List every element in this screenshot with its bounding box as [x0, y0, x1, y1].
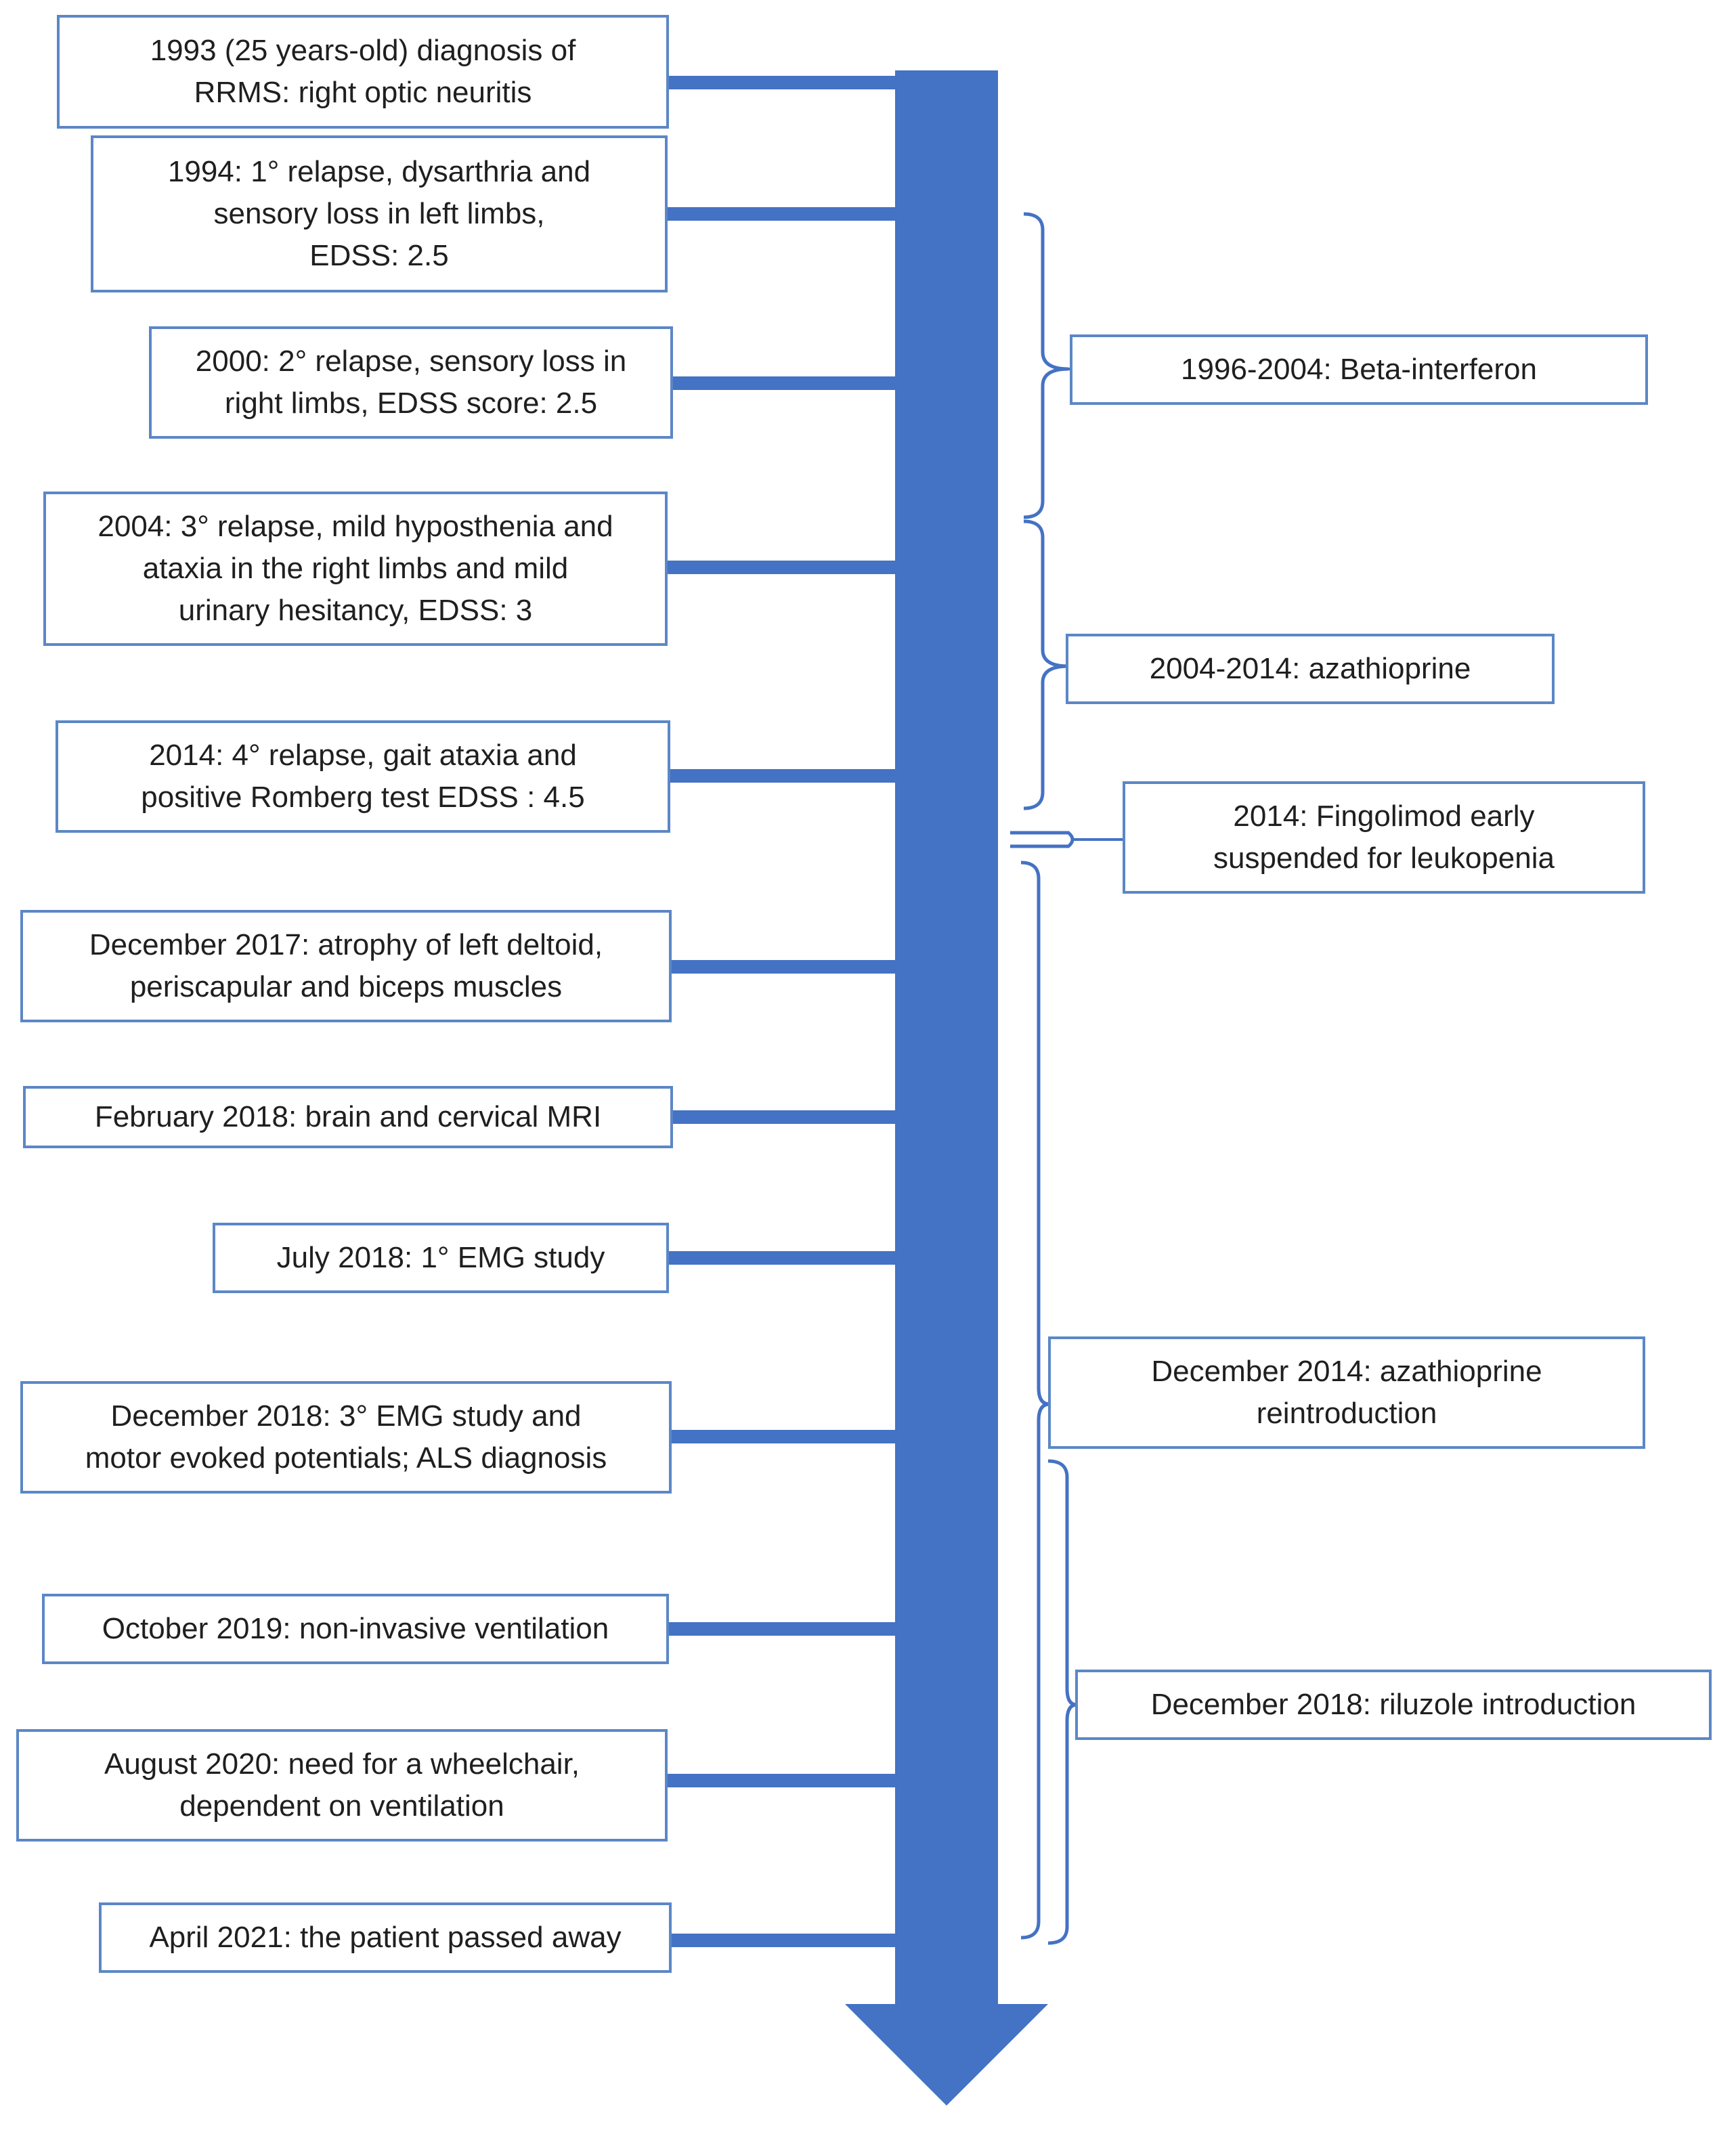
event-1993-box: 1993 (25 years-old) diagnosis of RRMS: r… — [57, 15, 669, 129]
event-1994-box: 1994: 1° relapse, dysarthria and sensory… — [91, 135, 668, 292]
connector-dec2018 — [672, 1430, 895, 1443]
brace-riluzole — [1047, 1459, 1077, 1945]
event-aug2020-box: August 2020: need for a wheelchair, depe… — [16, 1729, 668, 1842]
therapy-fingolimod-box: 2014: Fingolimod early suspended for leu… — [1123, 781, 1645, 894]
connector-1994 — [668, 207, 895, 221]
event-2000-box: 2000: 2° relapse, sensory loss in right … — [149, 326, 673, 439]
event-jul2018-box: July 2018: 1° EMG study — [213, 1223, 669, 1293]
event-feb2018-box: February 2018: brain and cervical MRI — [23, 1086, 673, 1148]
brace-fingolimod — [1010, 831, 1075, 848]
brace-azathioprine — [1023, 519, 1069, 810]
connector-jul2018 — [669, 1251, 895, 1265]
therapy-azathioprine-reintroduction-box: December 2014: azathioprine reintroducti… — [1048, 1336, 1645, 1449]
connector-oct2019 — [669, 1622, 895, 1636]
connector-dec2017 — [672, 960, 895, 974]
brace-azathioprine-reintroduction — [1020, 861, 1050, 1940]
connector-apr2021 — [672, 1934, 895, 1947]
connector-2004 — [668, 561, 895, 574]
connector-2014 — [670, 769, 895, 783]
connector-feb2018 — [673, 1110, 895, 1124]
brace-beta-interferon — [1023, 212, 1069, 519]
event-connectors — [668, 76, 895, 1947]
event-oct2019-box: October 2019: non-invasive ventilation — [42, 1594, 669, 1664]
event-apr2021-box: April 2021: the patient passed away — [99, 1902, 672, 1973]
therapy-beta-interferon-box: 1996-2004: Beta-interferon — [1070, 334, 1648, 405]
event-dec2018-box: December 2018: 3° EMG study and motor ev… — [20, 1381, 672, 1494]
event-2004-box: 2004: 3° relapse, mild hyposthenia and a… — [43, 492, 668, 646]
timeline-arrow — [845, 70, 1048, 2106]
therapy-braces — [1010, 212, 1077, 1945]
connector-2000 — [673, 376, 895, 390]
therapy-connectors — [1048, 368, 1123, 1706]
connector-aug2020 — [668, 1774, 895, 1787]
connector-1993 — [669, 76, 895, 89]
therapy-azathioprine-box: 2004-2014: azathioprine — [1066, 634, 1555, 704]
event-dec2017-box: December 2017: atrophy of left deltoid, … — [20, 910, 672, 1022]
therapy-riluzole-box: December 2018: riluzole introduction — [1075, 1670, 1712, 1740]
event-2014-box: 2014: 4° relapse, gait ataxia and positi… — [56, 720, 670, 833]
